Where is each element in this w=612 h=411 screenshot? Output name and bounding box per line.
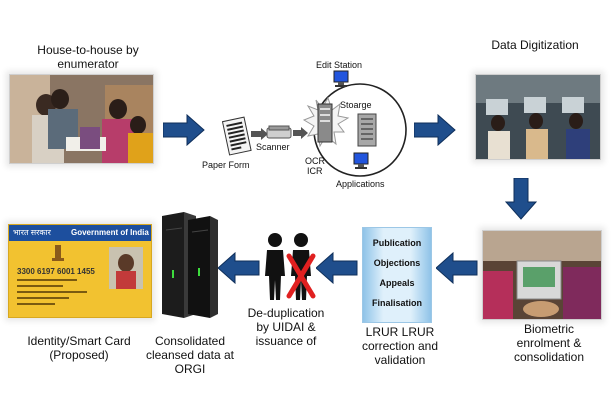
arrow-left-3 xyxy=(218,252,260,284)
lrur-step-objections: Objections xyxy=(373,258,421,268)
icr-label: ICR xyxy=(307,166,323,176)
paper-form-icon xyxy=(222,116,252,156)
data-digitization-caption: Data Digitization xyxy=(491,38,579,52)
deduplication-caption: De-duplication by UIDAI & issuance of xyxy=(247,306,325,348)
identity-card-caption: Identity/Smart Card (Proposed) xyxy=(27,334,131,362)
ocr-label: OCR xyxy=(305,156,325,166)
arrow-small-1 xyxy=(251,128,268,140)
edit-station-label: Edit Station xyxy=(316,60,363,70)
person-icon xyxy=(265,233,285,300)
arrow-small-2 xyxy=(293,127,308,139)
edit-station-computer-icon xyxy=(333,70,349,87)
card-header-right: Government of India xyxy=(71,228,149,237)
lrur-caption: LRUR LRUR correction and validation xyxy=(361,325,439,367)
card-holder-photo xyxy=(109,247,143,289)
card-text-lines xyxy=(17,279,87,305)
emblem-icon xyxy=(52,245,64,261)
arrow-left-2 xyxy=(316,252,358,284)
arrow-right-2 xyxy=(414,114,456,146)
arrow-down-1 xyxy=(505,178,537,220)
biometric-scene xyxy=(483,231,601,319)
scanner-icon xyxy=(266,125,292,139)
arrow-right-1 xyxy=(163,114,205,146)
server-icon xyxy=(162,212,218,318)
applications-computer-icon xyxy=(353,152,369,169)
enumerator-photo xyxy=(9,74,154,164)
consolidated-caption: Consolidated cleansed data at ORGI xyxy=(145,334,235,376)
identity-card: भारत सरकार Government of India 3300 6197… xyxy=(8,224,152,318)
digitization-scene xyxy=(476,75,600,159)
house-to-house-caption: House-to-house by enumerator xyxy=(37,43,139,71)
storage-label: Stoarge xyxy=(340,100,372,110)
biometric-photo xyxy=(482,230,602,320)
scanner-label: Scanner xyxy=(256,142,290,152)
paper-form-label: Paper Form xyxy=(202,160,250,170)
arrow-left-1 xyxy=(436,252,478,284)
lrur-step-publication: Publication xyxy=(372,238,422,248)
cross-icon xyxy=(286,253,316,299)
lrur-step-finalisation: Finalisation xyxy=(371,298,422,308)
digitization-photo xyxy=(475,74,601,160)
card-number: 3300 6197 6001 1455 xyxy=(17,267,95,276)
card-header-left: भारत सरकार xyxy=(13,228,51,237)
card-header xyxy=(9,225,151,241)
lrur-steps-panel: Publication Objections Appeals Finalisat… xyxy=(362,227,432,323)
processing-ring xyxy=(302,83,407,177)
enumerator-scene xyxy=(10,75,153,163)
lrur-step-appeals: Appeals xyxy=(379,278,415,288)
biometric-caption: Biometric enrolment & consolidation xyxy=(513,322,585,364)
applications-label: Applications xyxy=(336,179,385,189)
